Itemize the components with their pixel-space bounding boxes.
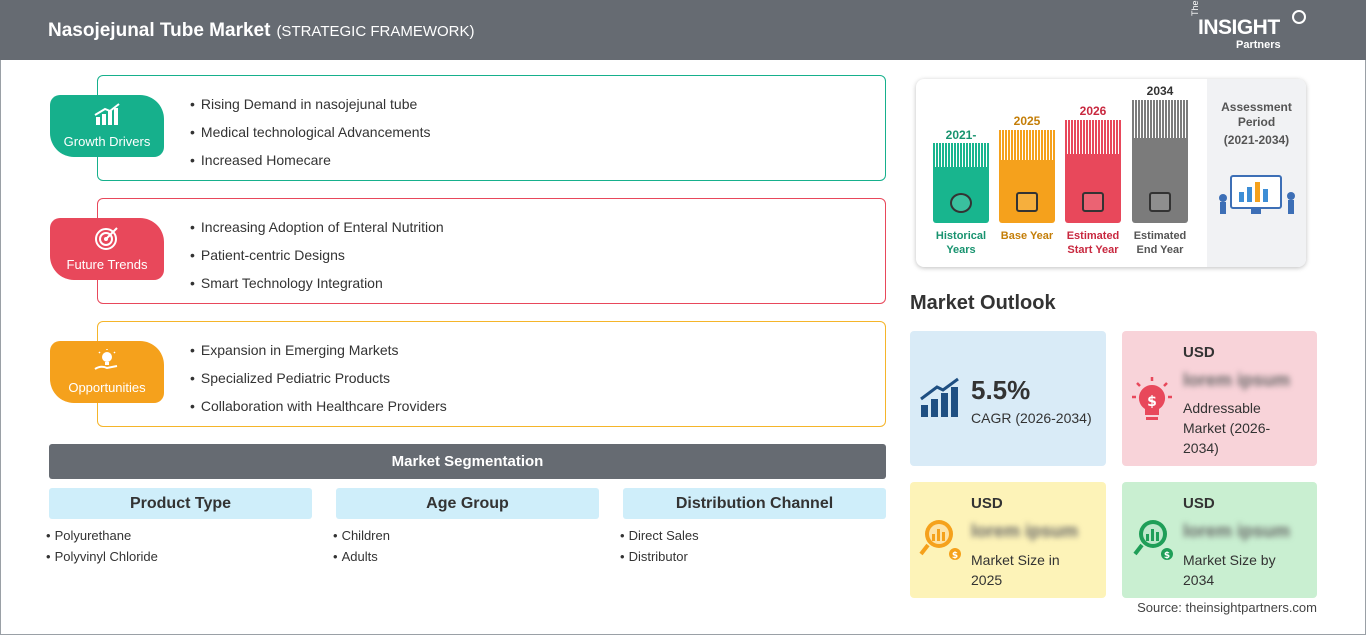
segment-header: Product Type: [49, 488, 312, 519]
size-2034-usd: USD: [1183, 495, 1215, 512]
list-item: Patient-centric Designs: [190, 245, 444, 273]
timeline-start-year: 2026 Estimated Start Year: [1065, 104, 1121, 256]
list-item: Increased Homecare: [190, 150, 430, 178]
cagr-card: 5.5% CAGR (2026-2034): [910, 331, 1106, 466]
magnifier-chart-icon: $: [919, 520, 961, 561]
future-trends-box: Increasing Adoption of Enteral Nutrition…: [97, 198, 886, 304]
list-item: Specialized Pediatric Products: [190, 368, 447, 396]
list-item: Adults: [333, 548, 599, 569]
source-link[interactable]: Source: theinsightpartners.com: [1137, 600, 1317, 615]
list-item: Polyurethane: [46, 527, 312, 548]
page-title: Nasojejunal Tube Market(STRATEGIC FRAMEW…: [48, 20, 475, 41]
growth-chart-icon: [920, 377, 959, 417]
hand-lightbulb-icon: [94, 349, 118, 370]
future-trends-list: Increasing Adoption of Enteral Nutrition…: [190, 217, 444, 301]
year-bar-stripes: [999, 130, 1055, 160]
future-trends-badge: Future Trends: [50, 218, 164, 280]
timeline-end-year: 2034 Estimated End Year: [1132, 84, 1188, 256]
list-item: Distributor: [620, 548, 886, 569]
history-icon: [950, 193, 972, 213]
market-size-2034-card: $ USD lorem ipsum Market Size by 2034: [1122, 482, 1317, 598]
insight-partners-logo: The INSIGHT Partners: [1188, 0, 1308, 54]
timeline-base-year: 2025 Base Year: [999, 114, 1055, 242]
list-item: Increasing Adoption of Enteral Nutrition: [190, 217, 444, 245]
list-item: Rising Demand in nasojejunal tube: [190, 94, 430, 122]
growth-monitor-icon: [1082, 192, 1104, 212]
growth-drivers-box: Rising Demand in nasojejunal tube Medica…: [97, 75, 886, 181]
size-2034-value: lorem ipsum: [1183, 521, 1291, 541]
size-2025-value: lorem ipsum: [971, 521, 1079, 541]
cagr-value: 5.5%: [971, 375, 1031, 405]
year-caption: Estimated End Year: [1133, 230, 1187, 256]
year-bar-stripes: [1065, 120, 1121, 154]
list-item: Collaboration with Healthcare Providers: [190, 396, 447, 424]
presentation-icon: [1149, 192, 1171, 212]
growth-drivers-list: Rising Demand in nasojejunal tube Medica…: [190, 94, 431, 178]
size-2034-label: Market Size by 2034: [1183, 552, 1276, 588]
svg-text:$: $: [1164, 551, 1170, 561]
year-bar-stripes: [933, 143, 989, 167]
calendar-icon: [1016, 192, 1038, 212]
bar-chart-growth-icon: [94, 103, 120, 125]
year-bar: [999, 160, 1055, 223]
assessment-title: Assessment Period: [1221, 100, 1292, 129]
list-item: Smart Technology Integration: [190, 273, 444, 301]
year-bar: [1065, 154, 1121, 223]
page-subtitle: (STRATEGIC FRAMEWORK): [276, 23, 475, 40]
year-label: 2034: [1146, 84, 1174, 98]
cagr-label: CAGR (2026-2034): [971, 410, 1092, 426]
year-caption: Historical Years: [935, 230, 987, 256]
list-item: Children: [333, 527, 599, 548]
list-item: Polyvinyl Chloride: [46, 548, 312, 569]
analyst-illustration-icon: [1218, 175, 1295, 214]
opportunities-badge: Opportunities: [50, 341, 164, 403]
svg-text:$: $: [1147, 394, 1157, 410]
size-2025-label: Market Size in 2025: [971, 552, 1060, 588]
year-bar: [1132, 138, 1188, 223]
opportunities-list: Expansion in Emerging Markets Specialize…: [190, 340, 447, 424]
segment-product-type: Product Type Polyurethane Polyvinyl Chlo…: [49, 488, 312, 569]
logo-partners: Partners: [1236, 39, 1281, 51]
market-outlook-title: Market Outlook: [910, 292, 1056, 314]
year-caption: Estimated Start Year: [1066, 230, 1120, 256]
opportunities-label: Opportunities: [68, 380, 146, 395]
logo-insight: INSIGHT: [1198, 16, 1280, 39]
segment-distribution-channel: Distribution Channel Direct Sales Distri…: [623, 488, 886, 569]
addressable-value: lorem ipsum: [1183, 370, 1291, 390]
growth-drivers-badge: Growth Drivers: [50, 95, 164, 157]
year-bar-stripes: [1132, 100, 1188, 138]
target-icon: [95, 227, 118, 250]
market-size-2025-card: $ USD lorem ipsum Market Size in 2025: [910, 482, 1106, 598]
logo-the: The: [1190, 0, 1200, 16]
year-label: 2026: [1079, 104, 1107, 118]
logo-lightbulb-icon: [1292, 10, 1306, 24]
addressable-label: Addressable Market (2026-2034): [1183, 400, 1271, 456]
growth-drivers-label: Growth Drivers: [63, 134, 151, 149]
assessment-period: Assessment Period (2021-2034): [1207, 79, 1306, 267]
opportunities-box: Expansion in Emerging Markets Specialize…: [97, 321, 886, 427]
addressable-market-card: $ USD lorem ipsum Addressable Market (20…: [1122, 331, 1317, 466]
assessment-range: (2021-2034): [1223, 133, 1290, 147]
segment-age-group: Age Group Children Adults: [336, 488, 599, 569]
magnifier-chart-icon: $: [1133, 520, 1173, 561]
list-item: Expansion in Emerging Markets: [190, 340, 447, 368]
year-bar: [933, 167, 989, 223]
header-bar: Nasojejunal Tube Market(STRATEGIC FRAMEW…: [0, 0, 1366, 60]
lightbulb-dollar-icon: $: [1132, 377, 1172, 420]
timeline-historical: 2021-2024 Historical Years: [933, 128, 989, 256]
list-item: Medical technological Advancements: [190, 122, 431, 150]
future-trends-label: Future Trends: [66, 257, 148, 272]
size-2025-usd: USD: [971, 495, 1003, 512]
year-label: 2025: [1013, 114, 1041, 128]
list-item: Direct Sales: [620, 527, 886, 548]
year-caption: Base Year: [1000, 230, 1054, 242]
segment-header: Age Group: [336, 488, 599, 519]
segment-header: Distribution Channel: [623, 488, 886, 519]
svg-text:$: $: [952, 551, 958, 561]
market-segmentation-title: Market Segmentation: [49, 444, 886, 479]
addressable-usd: USD: [1183, 344, 1215, 361]
